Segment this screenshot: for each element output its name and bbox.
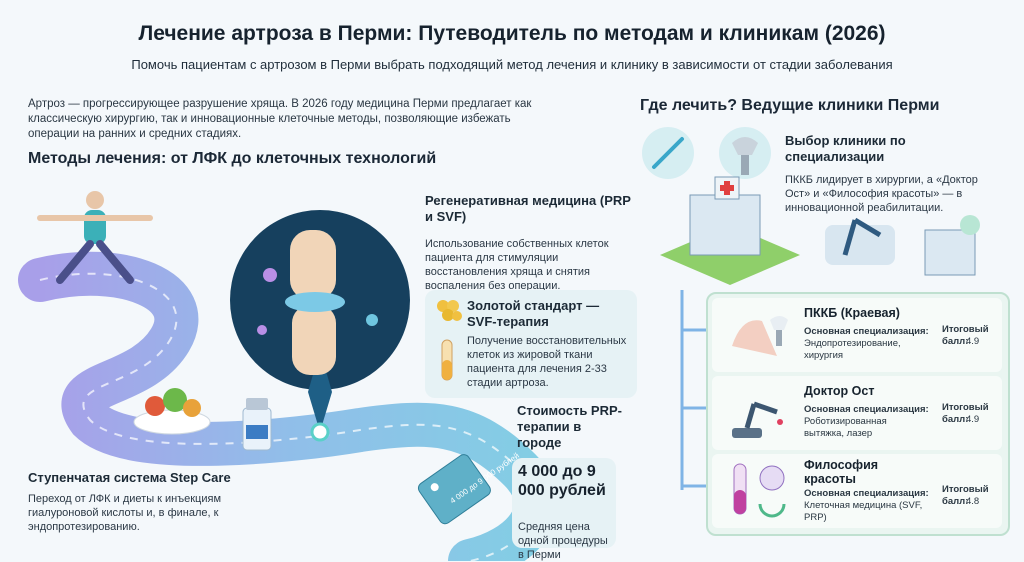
cost-value: 4 000 до 9 000 рублей (518, 463, 606, 499)
tooth-implant-icon (732, 316, 788, 356)
clinic-spec-label: Основная специализация: (804, 326, 929, 337)
clinics-illustration (642, 127, 980, 285)
svf-title: Золотой стандарт — SVF-терапия (467, 298, 600, 329)
methods-heading: Методы лечения: от ЛФК до клеточных техн… (28, 150, 437, 167)
vial-icon (242, 398, 272, 451)
salad-bowl-icon (133, 388, 211, 435)
step-title: Ступенчатая система Step Care (28, 470, 231, 485)
scalpel-icon (652, 137, 684, 169)
where-heading: Где лечить? Ведущие клиники Перми (640, 97, 940, 114)
clinic-name: Доктор Ост (804, 384, 875, 398)
robot-arm-laser-icon (732, 401, 783, 438)
clinic-name: Философия красоты (804, 458, 879, 486)
clinic-spec: Клеточная медицина (SVF, PRP) (804, 500, 923, 523)
clinic-building-icon (924, 215, 980, 276)
intro-text: Артроз — прогрессирующее разрушение хрящ… (28, 98, 532, 140)
regen-title: Регенеративная медицина (PRP и SVF) (425, 193, 631, 224)
connector-lines (680, 290, 710, 490)
exercise-person-icon (37, 191, 153, 284)
clinic-score: 4.9 (966, 414, 980, 425)
cost-card: 4 000 до 9 000 рублей Средняя цена одной… (512, 458, 616, 561)
clinic-name: ПККБ (Краевая) (804, 306, 900, 320)
cells-cluster-icon (437, 300, 462, 321)
test-tube-icon (441, 339, 453, 381)
robot-arm-icon (825, 217, 895, 265)
page-title: Лечение артроза в Перми: Путеводитель по… (138, 22, 886, 45)
step-text: Переход от ЛФК и диеты к инъекциям гиалу… (28, 493, 222, 533)
clinic-score-label: Итоговый балл: (942, 402, 989, 425)
clinic-spec-label: Основная специализация: (804, 488, 929, 499)
clinic-score-label: Итоговый балл: (942, 484, 989, 507)
clinic-score: 4.9 (966, 336, 980, 347)
clinic-score: 4.8 (966, 496, 980, 507)
choice-text: ПККБ лидирует в хирургии, а «Доктор Ост»… (785, 174, 978, 214)
hospital-building-icon (660, 176, 800, 285)
regen-text: Использование собственных клеток пациент… (425, 238, 609, 292)
clinic-row: Доктор Ост Основная специализация: Робот… (712, 376, 1002, 450)
dental-implant-icon (732, 137, 758, 175)
knee-joint-illustration (230, 210, 410, 442)
cost-note: Средняя цена одной процедуры в Перми (518, 521, 608, 561)
page-subtitle: Помочь пациентам с артрозом в Перми выбр… (131, 57, 893, 72)
clinic-spec: Роботизированная вытяжка, лазер (804, 416, 887, 439)
clinics-panel: ПККБ (Краевая) Основная специализация: Э… (706, 292, 1010, 536)
svf-card: Золотой стандарт — SVF-терапия Получение… (425, 290, 637, 398)
svf-text: Получение восстановительных клеток из жи… (467, 335, 627, 389)
cost-title: Стоимость PRP-терапии в городе (517, 403, 622, 450)
clinic-spec: Эндопротезирование, хирургия (804, 338, 901, 361)
clinic-row: ПККБ (Краевая) Основная специализация: Э… (712, 298, 1002, 372)
clinic-spec-label: Основная специализация: (804, 404, 929, 415)
price-tag-icon (417, 454, 491, 525)
test-tube-cells-icon (733, 463, 786, 518)
choice-title: Выбор клиники по специализации (785, 133, 906, 164)
clinic-score-label: Итоговый балл: (942, 324, 989, 347)
clinic-row: Философия красоты Основная специализация… (712, 454, 1002, 528)
